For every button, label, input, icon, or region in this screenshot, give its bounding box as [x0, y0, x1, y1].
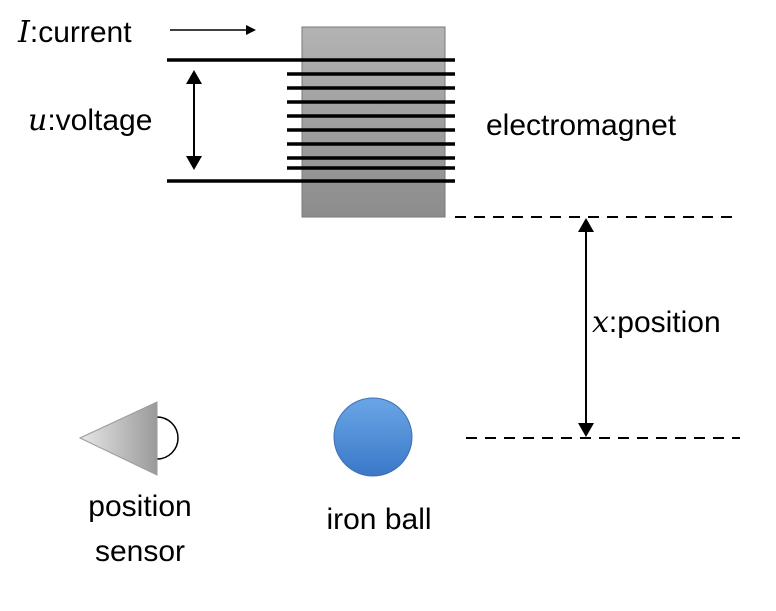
voltage-label: u:voltage	[28, 103, 152, 138]
position-arrow-head-down	[578, 423, 594, 437]
sensor-label-line1: position	[88, 490, 191, 523]
voltage-arrow-head-up	[186, 70, 202, 84]
current-label: I:current	[17, 15, 132, 50]
iron-ball-icon	[333, 397, 413, 477]
voltage-arrow-head-down	[186, 156, 202, 170]
iron-ball-label: iron ball	[326, 503, 431, 536]
position-arrow-head-up	[578, 218, 594, 232]
sensor-body	[78, 401, 158, 476]
sensor-label-line2: sensor	[95, 535, 185, 568]
sensor-lens	[156, 416, 179, 460]
coil-windings	[287, 72, 455, 170]
position-sensor-icon	[78, 401, 179, 476]
electromagnet-label: electromagnet	[486, 109, 677, 142]
position-label: x:position	[592, 305, 721, 340]
electromagnet-core	[301, 26, 446, 218]
